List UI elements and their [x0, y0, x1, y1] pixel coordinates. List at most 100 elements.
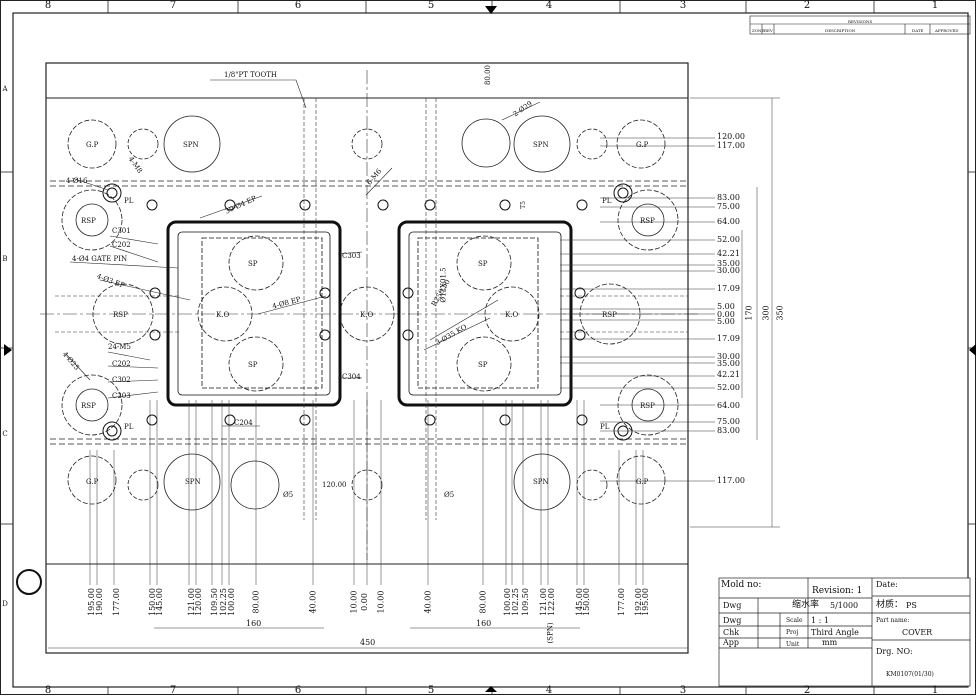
rsp-label-tr: RSP: [640, 217, 655, 225]
rdim-117a: 117.00: [717, 141, 745, 150]
rev-col-rev: REV: [764, 28, 773, 33]
drg-no-value: KM0107(01/30): [886, 671, 934, 678]
bdim-80a: 80.00: [251, 590, 261, 614]
bdim-177a: 177.00: [112, 588, 121, 616]
bdim-195b: 195.00: [641, 588, 650, 616]
cooling-channels: [55, 98, 688, 520]
rdim-30a: 30.00: [717, 266, 740, 275]
rev-col-date: DATE: [912, 28, 924, 33]
bdim-40b: 40.00: [423, 590, 433, 614]
zone-side-c: C: [2, 430, 8, 438]
zone-top-3: 3: [679, 0, 687, 11]
support-pillars: [197, 235, 540, 392]
sp-label-2: SP: [478, 260, 488, 268]
rdim-5b: 5.00: [717, 317, 735, 326]
part-name-label: Part name:: [876, 617, 910, 624]
rdim-0: 0.00: [717, 310, 735, 319]
pl-label-br: PL: [600, 423, 610, 431]
material-label: 材质：: [876, 600, 904, 610]
c302-label: C302: [112, 376, 131, 384]
rdim-17b: 17.09: [717, 334, 740, 343]
phi5-label-left: Ø5: [283, 491, 294, 499]
bspan-160-right: 160: [476, 619, 492, 628]
rdim-35a: 35.00: [717, 259, 740, 268]
rsp-label-ml: RSP: [113, 311, 128, 319]
revision-value: Revision: 1: [812, 586, 863, 596]
bdim-102b: 102.25: [511, 588, 520, 616]
scale-label: Scale: [786, 617, 803, 624]
pt-tooth-label: 1/8"PT TOOTH: [224, 71, 278, 79]
sp-label-3: SP: [248, 361, 258, 369]
zone-bottom-4: 4: [545, 685, 553, 696]
rdim-75b: 75.00: [717, 417, 740, 426]
bdim-122: 122.00: [547, 588, 556, 616]
proj-label: Proj: [786, 629, 799, 636]
bdim-10b: 10.00: [376, 590, 386, 614]
sp-label-4: SP: [478, 361, 488, 369]
chk-label: Chk: [723, 628, 740, 637]
app-label: App: [723, 638, 740, 647]
center-arrow-right: [969, 344, 976, 356]
c303-label: C303: [342, 252, 361, 260]
rdim-120: 120.00: [717, 132, 745, 141]
gate-pin-label: 4-Ø4 GATE PIN: [72, 255, 128, 263]
zone-bottom-8: 8: [44, 685, 52, 696]
bdim-0: 0.00: [359, 593, 369, 611]
rdim-52b: 52.00: [717, 383, 740, 392]
center-arrow-left: [4, 344, 12, 356]
rdim-64b: 64.00: [717, 401, 740, 410]
bdim-10a: 10.00: [349, 590, 359, 614]
bdim-109b: 109.50: [521, 588, 530, 616]
dwg-label-1: Dwg: [723, 601, 742, 610]
gp-label-tl: G.P: [86, 141, 99, 149]
rdim-52a: 52.00: [717, 235, 740, 244]
dwg-label-2: Dwg: [723, 616, 742, 625]
zone-top-4: 4: [545, 0, 553, 11]
spn-label-tr: SPN: [533, 141, 549, 149]
top-80-dim: 80.00: [484, 64, 493, 86]
revision-block: [749, 15, 971, 35]
c304-label: C304: [342, 373, 361, 381]
rdim-42b: 42.21: [717, 370, 740, 379]
zone-top-1: 1: [931, 0, 939, 11]
rdim-v350: 350: [775, 305, 785, 321]
bdim-190: 190.00: [95, 588, 104, 616]
rdim-5a: 5.00: [717, 302, 735, 311]
zone-side-b: B: [2, 255, 8, 263]
gp-label-bl: G.P: [86, 478, 99, 486]
zone-side-a: A: [2, 85, 8, 93]
rdim-64a: 64.00: [717, 217, 740, 226]
ko-label-2: K.O: [360, 311, 374, 319]
pl-label-tl: PL: [124, 197, 134, 205]
zone-bottom-6: 6: [294, 685, 302, 696]
gp-label-tr: G.P: [636, 141, 649, 149]
rdim-v300: 300: [761, 305, 771, 321]
rdim-30b: 30.00: [717, 352, 740, 361]
zone-top-5: 5: [427, 0, 435, 11]
scale-value: 1 : 1: [811, 616, 829, 625]
bspan-160-left: 160: [246, 619, 262, 628]
zone-bottom-3: 3: [679, 685, 687, 696]
zone-top-8: 8: [44, 0, 52, 11]
rsp-label-tl: RSP: [81, 217, 96, 225]
t5-label: T5: [519, 201, 527, 209]
bdim-80b: 80.00: [478, 590, 488, 614]
drg-no-label: Drg. NO:: [876, 647, 913, 656]
spn-label-br: SPN: [533, 478, 549, 486]
rsp-label-mr: RSP: [602, 311, 617, 319]
rev-col-desc: DESCRIPTION: [825, 28, 856, 33]
bdim-150b: 150.00: [582, 588, 591, 616]
mold-no-label: Mold no:: [721, 580, 762, 590]
dim-120-label: 120.00: [322, 481, 347, 489]
rdim-17a: 17.09: [717, 284, 740, 293]
center-arrow-bottom: [485, 686, 497, 692]
guide-pins: [67, 115, 666, 511]
rev-col-approved: APPROVED: [935, 28, 959, 33]
bdim-120: 120.00: [194, 588, 203, 616]
zone-bottom-7: 7: [169, 685, 177, 696]
c202-label-top: C202: [112, 241, 131, 249]
zone-side-d: D: [2, 600, 8, 608]
rsp-label-br: RSP: [640, 402, 655, 410]
d21-label: Ø12X01.5: [439, 267, 448, 303]
